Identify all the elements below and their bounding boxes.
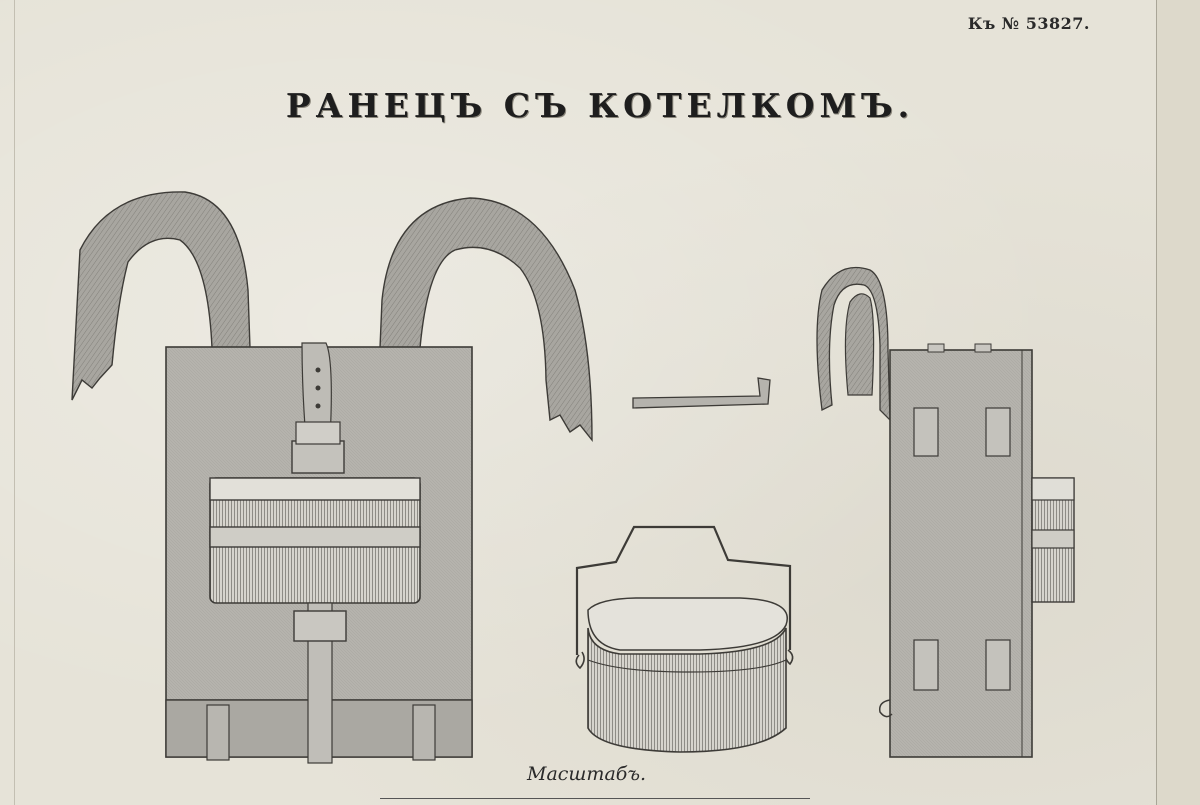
front-view-knapsack [71, 191, 593, 764]
plate-border-right [1156, 0, 1157, 805]
left-shoulder-strap [71, 191, 251, 401]
scale-label: Масштабъ. [527, 763, 647, 785]
plate-border-left [14, 0, 15, 805]
kettle-handle [575, 525, 792, 655]
detail-hook-pin [632, 377, 771, 409]
right-shoulder-strap [379, 197, 593, 442]
scale-bar [380, 798, 810, 802]
reference-number: Къ № 53827. [967, 14, 1090, 33]
side-knapsack-body [889, 349, 1033, 758]
detail-kettle [575, 525, 794, 753]
page-margin [1157, 0, 1200, 805]
plate-title: РАНЕЦЪ СЪ КОТЕЛКОМЪ. [285, 86, 915, 125]
side-view-knapsack [816, 266, 1075, 758]
